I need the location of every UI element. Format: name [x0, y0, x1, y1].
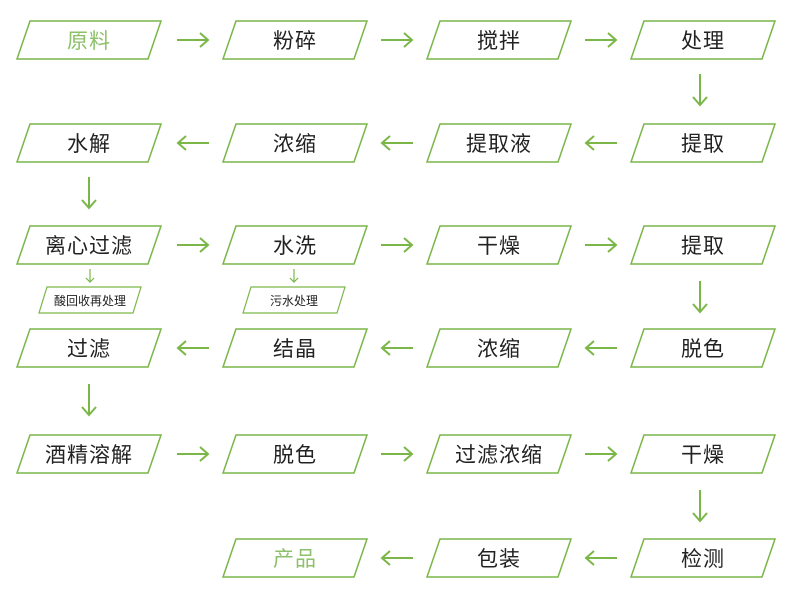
- arrow-right: [584, 237, 618, 253]
- step-stir: 搅拌: [425, 20, 573, 60]
- step-label: 酸回收再处理: [53, 293, 126, 308]
- step-process: 处理: [629, 20, 777, 60]
- arrow-down: [692, 280, 708, 314]
- step-decolor-2: 脱色: [221, 434, 369, 474]
- step-extract-liquid: 提取液: [425, 123, 573, 163]
- arrow-down-small: [85, 268, 95, 284]
- arrow-left: [584, 135, 618, 151]
- step-crush: 粉碎: [221, 20, 369, 60]
- arrow-down: [81, 383, 97, 417]
- arrow-right: [380, 446, 414, 462]
- step-concentrate: 浓缩: [221, 123, 369, 163]
- arrow-right: [176, 32, 210, 48]
- arrow-down: [81, 176, 97, 210]
- arrow-left: [584, 550, 618, 566]
- step-label: 脱色: [273, 443, 317, 467]
- arrow-left: [176, 340, 210, 356]
- step-inspect: 检测: [629, 538, 777, 578]
- step-crystallize: 结晶: [221, 328, 369, 368]
- step-product: 产品: [221, 538, 369, 578]
- arrow-down: [692, 489, 708, 523]
- arrow-right: [380, 237, 414, 253]
- arrow-down: [692, 73, 708, 107]
- step-label: 提取: [681, 234, 725, 258]
- step-extract-2: 提取: [629, 225, 777, 265]
- step-water-wash: 水洗: [221, 225, 369, 265]
- arrow-left: [380, 550, 414, 566]
- step-label: 结晶: [273, 337, 317, 361]
- step-label: 浓缩: [273, 132, 317, 156]
- step-label: 产品: [273, 547, 317, 571]
- step-decolor: 脱色: [629, 328, 777, 368]
- arrow-right: [176, 446, 210, 462]
- step-concentrate-2: 浓缩: [425, 328, 573, 368]
- step-label: 水解: [67, 132, 111, 156]
- step-dry: 干燥: [425, 225, 573, 265]
- step-alcohol-dissolve: 酒精溶解: [15, 434, 163, 474]
- arrow-left: [584, 340, 618, 356]
- step-label: 处理: [681, 29, 725, 53]
- arrow-right: [584, 446, 618, 462]
- step-label: 离心过滤: [45, 234, 133, 258]
- step-label: 粉碎: [273, 29, 317, 53]
- arrow-down-small: [289, 268, 299, 284]
- step-package: 包装: [425, 538, 573, 578]
- step-label: 酒精溶解: [45, 443, 133, 467]
- step-filter: 过滤: [15, 328, 163, 368]
- step-label: 污水处理: [269, 293, 318, 308]
- step-hydrolysis: 水解: [15, 123, 163, 163]
- arrow-right: [176, 237, 210, 253]
- step-label: 提取液: [466, 132, 532, 156]
- step-extract: 提取: [629, 123, 777, 163]
- arrow-left: [176, 135, 210, 151]
- step-centrifuge-filter: 离心过滤: [15, 225, 163, 265]
- step-label: 干燥: [477, 234, 521, 258]
- step-label: 水洗: [273, 234, 317, 258]
- step-dry-2: 干燥: [629, 434, 777, 474]
- step-filter-concentrate: 过滤浓缩: [425, 434, 573, 474]
- step-label: 浓缩: [477, 337, 521, 361]
- step-label: 检测: [681, 547, 725, 571]
- step-label: 过滤浓缩: [455, 443, 543, 467]
- step-label: 包装: [477, 547, 521, 571]
- arrow-left: [380, 135, 414, 151]
- arrow-right: [380, 32, 414, 48]
- step-acid-recovery: 酸回收再处理: [38, 286, 142, 314]
- step-raw-material: 原料: [15, 20, 163, 60]
- step-label: 搅拌: [477, 29, 521, 53]
- arrow-left: [380, 340, 414, 356]
- step-label: 干燥: [681, 443, 725, 467]
- arrow-right: [584, 32, 618, 48]
- step-label: 提取: [681, 132, 725, 156]
- step-label: 脱色: [681, 337, 725, 361]
- step-sewage-treatment: 污水处理: [242, 286, 346, 314]
- step-label: 原料: [67, 29, 111, 53]
- step-label: 过滤: [67, 337, 111, 361]
